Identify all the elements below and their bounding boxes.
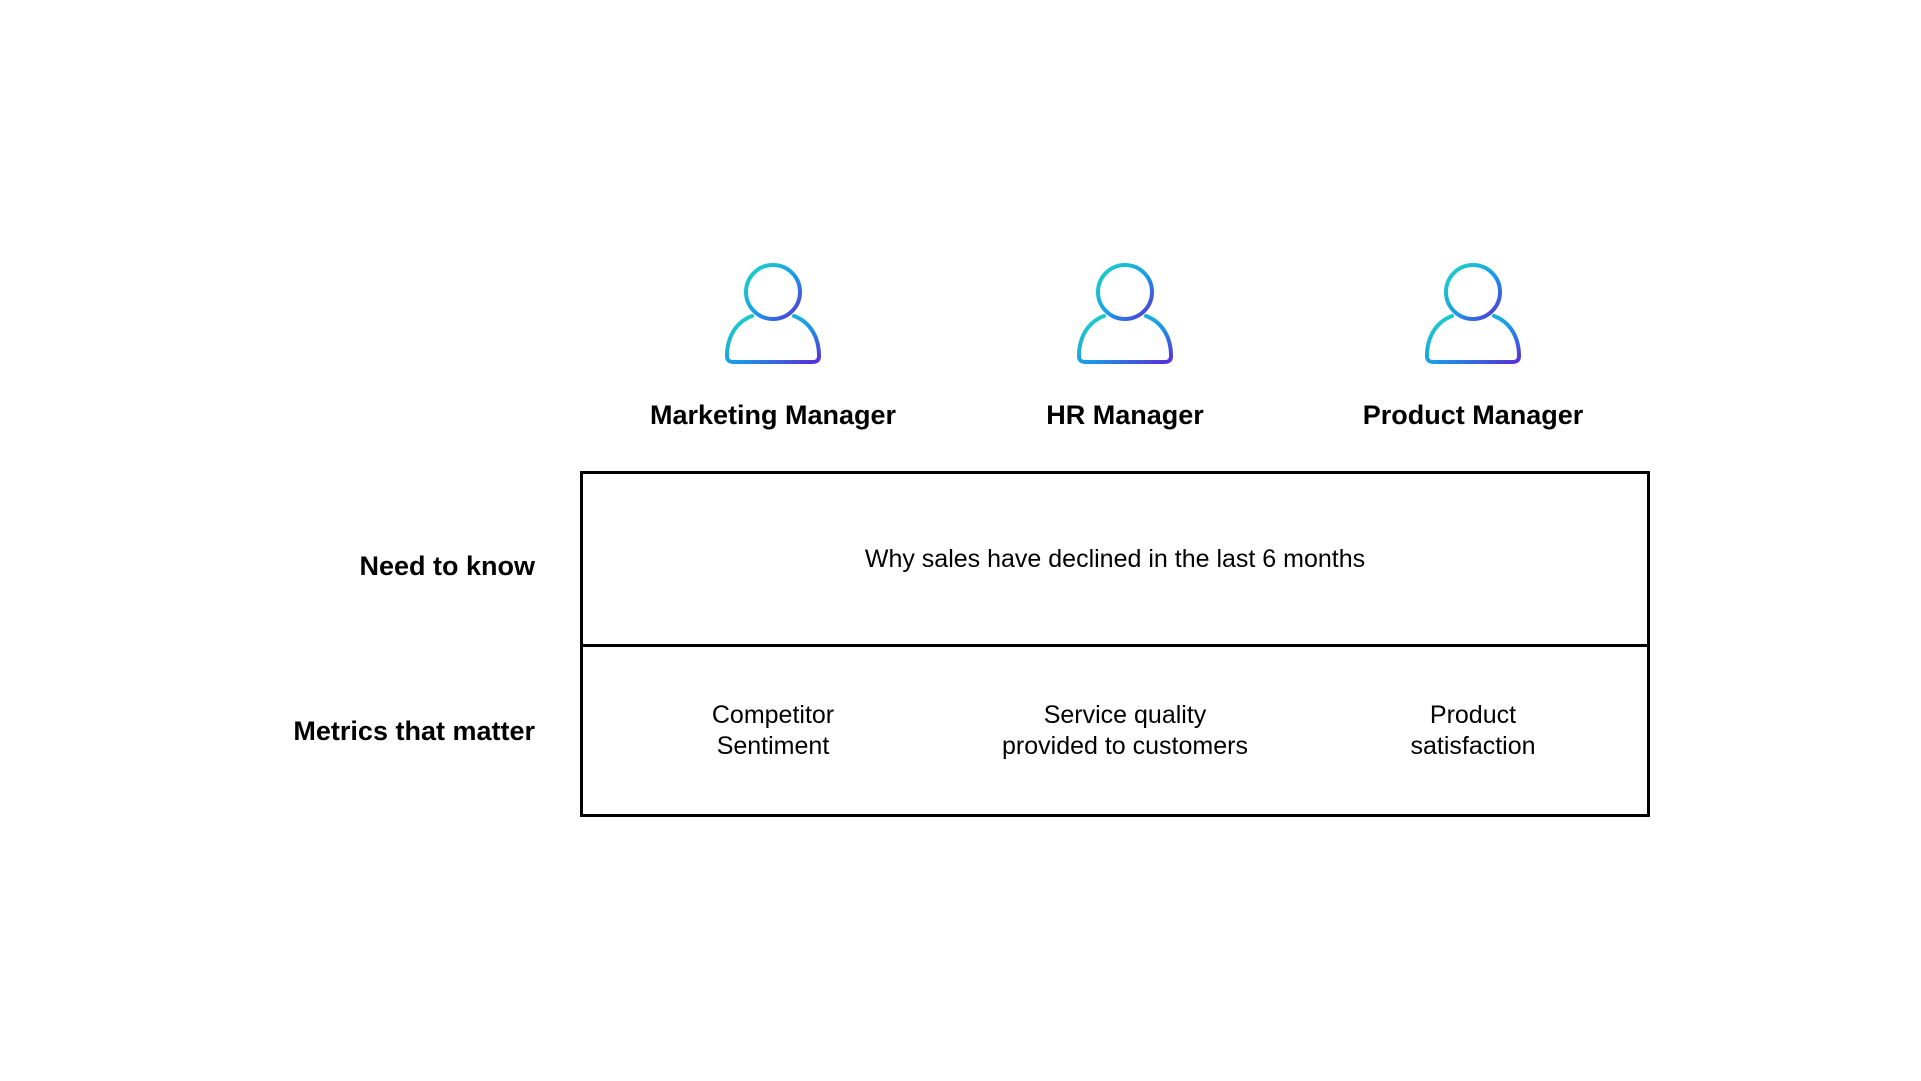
persona-title: Product Manager (1362, 400, 1584, 430)
metric-cell-marketing: Competitor Sentiment (711, 700, 835, 760)
row-label-need-to-know: Need to know (359, 551, 535, 581)
person-icon (724, 263, 822, 364)
persona-title: HR Manager (1046, 400, 1204, 430)
persona-hr-manager: HR Manager (955, 262, 1295, 432)
need-to-know-cell: Why sales have declined in the last 6 mo… (864, 544, 1366, 573)
person-icon (1076, 263, 1174, 364)
needs-metrics-table: Why sales have declined in the last 6 mo… (580, 471, 1650, 817)
persona-marketing-manager: Marketing Manager (603, 262, 943, 432)
metric-cell-product: Product satisfaction (1410, 700, 1536, 760)
metric-cell-hr: Service quality provided to customers (1002, 700, 1248, 760)
row-divider (583, 644, 1647, 647)
person-icon (1424, 263, 1522, 364)
persona-product-manager: Product Manager (1303, 262, 1643, 432)
row-label-metrics: Metrics that matter (293, 716, 535, 746)
persona-title: Marketing Manager (649, 400, 897, 430)
